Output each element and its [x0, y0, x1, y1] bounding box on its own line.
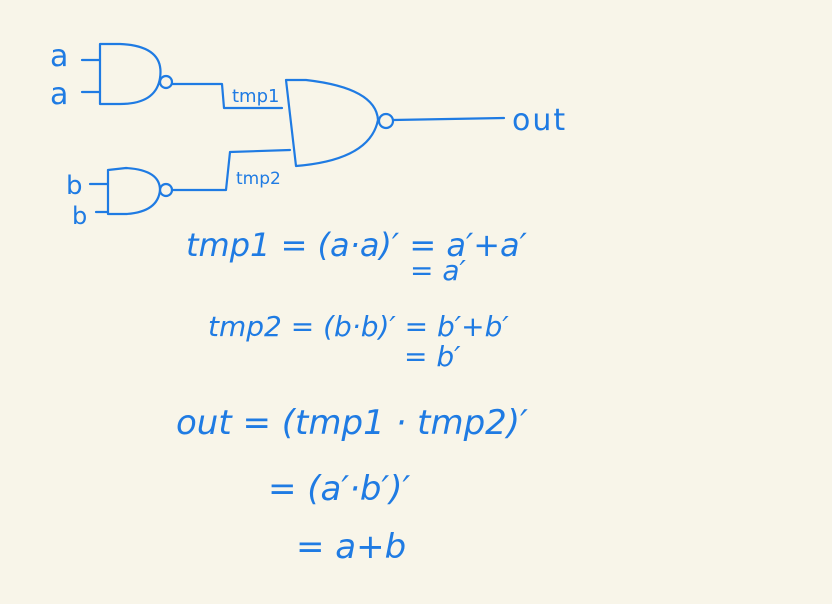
wire-tmp1 — [170, 82, 284, 110]
equation-tmp2-line1: tmp2 = (b·b)′ = b′+b′ — [208, 310, 509, 343]
wire-tmp2-label: tmp2 — [236, 169, 281, 189]
equation-out-line2: = (a′·b′)′ — [268, 469, 410, 509]
nand-gate-2-bubble — [158, 182, 174, 198]
nand-gate-2 — [88, 166, 174, 216]
gate-2-input-label-top: b — [66, 171, 83, 201]
nand-gate-output-bubble — [377, 112, 395, 130]
equation-tmp1-line2: = a′ — [410, 254, 467, 287]
gate-1-input-label-top: a — [50, 39, 68, 74]
nand-gate-output — [284, 78, 506, 168]
equation-out-line3: = a+b — [296, 527, 406, 567]
wire-tmp1-label: tmp1 — [232, 86, 279, 107]
gate-1-input-label-bottom: a — [50, 77, 68, 112]
wire-out — [391, 116, 506, 122]
gate-2-input-label-bottom: b — [72, 202, 87, 230]
nand-gate-1-bubble — [158, 74, 174, 90]
wire-tmp2 — [170, 148, 292, 192]
output-label: out — [512, 103, 567, 138]
nand-gate-1 — [80, 42, 174, 106]
equation-out-line1: out = (tmp1 · tmp2)′ — [176, 403, 528, 443]
equation-tmp1-line1: tmp1 = (a·a)′ = a′+a′ — [186, 226, 528, 264]
nand-gate-1-body — [98, 42, 162, 106]
equation-tmp2-line2: = b′ — [404, 340, 461, 373]
nand-gate-2-body — [106, 166, 162, 216]
nand-gate-output-body — [284, 78, 380, 168]
